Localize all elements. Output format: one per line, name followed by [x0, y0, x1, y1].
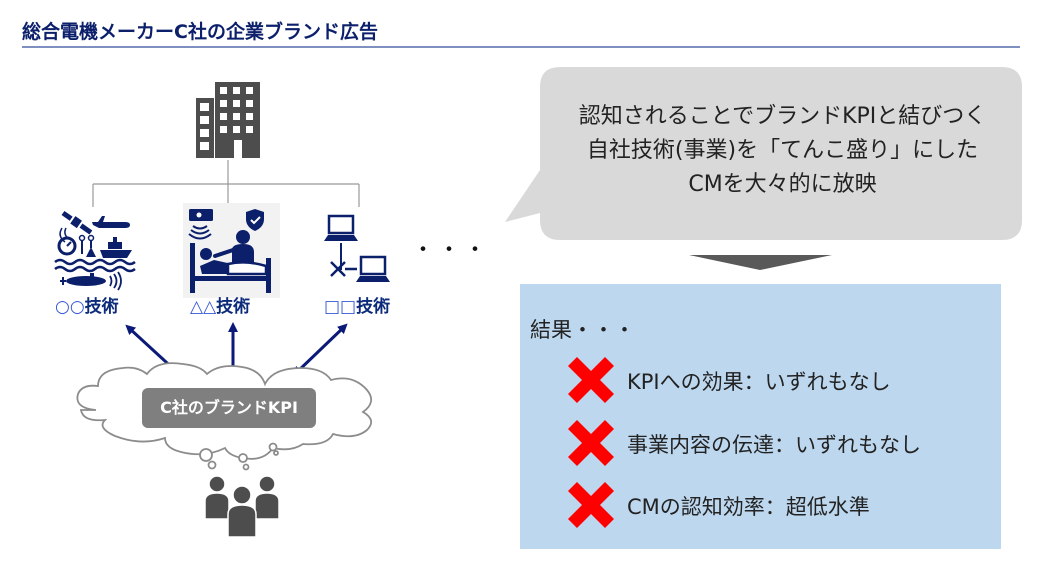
tech-label-1: ○○技術 — [55, 297, 119, 317]
results-heading: 結果・・・ — [530, 318, 635, 342]
bubble-line: CMを大々的に放映 — [688, 172, 877, 197]
speech-bubble — [505, 67, 1022, 240]
medical-care-tech-icon — [183, 203, 280, 298]
org-connector-lines — [92, 160, 360, 208]
red-cross-icon — [568, 482, 614, 528]
people-group-icon — [204, 475, 280, 538]
title-underline — [22, 46, 1020, 48]
networked-laptops-icon — [324, 214, 390, 282]
result-item — [568, 482, 614, 532]
speech-bubble-text: 認知されることでブランドKPIと結びつく 自社技術(事業)を「てんこ盛り」にした… — [555, 100, 1010, 202]
result-item — [568, 357, 614, 407]
aerospace-marine-tech-icon — [54, 210, 136, 291]
result-text: KPIへの効果：いずれもなし — [627, 370, 891, 394]
red-cross-icon — [568, 357, 614, 403]
bubble-line: 自社技術(事業)を「てんこ盛り」にした — [586, 138, 979, 163]
result-item — [568, 420, 614, 470]
more-ellipsis: ・・・ — [412, 238, 491, 263]
results-panel — [520, 284, 1001, 549]
brand-kpi-label: C社のブランドKPI — [142, 388, 316, 428]
down-arrow-icon — [689, 255, 832, 270]
office-building-icon — [196, 82, 260, 158]
result-text: 事業内容の伝達：いずれもなし — [627, 433, 921, 457]
page-title: 総合電機メーカーC社の企業ブランド広告 — [22, 21, 378, 43]
bubble-line: 認知されることでブランドKPIと結びつく — [578, 104, 987, 129]
tech-label-2: △△技術 — [190, 297, 251, 317]
arrow-right-tech-kpi — [292, 323, 348, 377]
red-cross-icon — [568, 420, 614, 466]
tech-label-3: □□技術 — [324, 297, 391, 317]
result-text: CMの認知効率：超低水準 — [627, 495, 870, 519]
